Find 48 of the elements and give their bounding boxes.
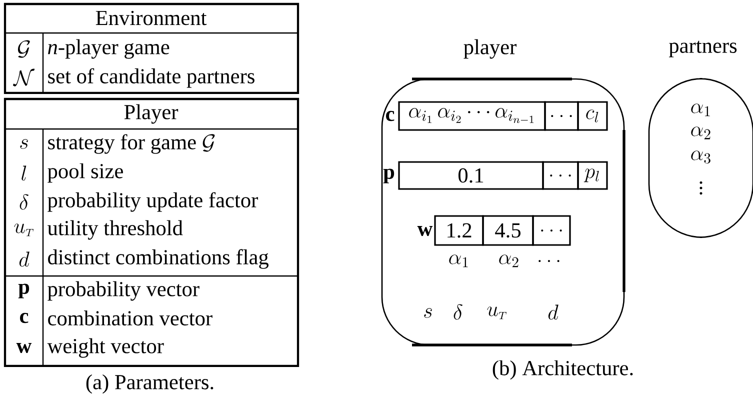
- vector-cell: $\alpha_{i_1}\,\alpha_{i_2}\cdots\alpha_{i_{n-1}}$: [398, 101, 546, 131]
- table-header: Environment: [96, 10, 207, 26]
- table-header: Player: [124, 104, 178, 124]
- description: probability vector: [48, 281, 200, 301]
- symbol: $\delta$: [20, 194, 28, 210]
- parameter-symbol: $u_{\scriptscriptstyle T}$: [487, 306, 506, 320]
- description: $\mbox{strategy for game }\mathcal{G}$: [48, 134, 215, 154]
- vector-cell: $\ldots$: [532, 215, 571, 246]
- box-heading: partners: [668, 40, 737, 58]
- partner-symbol: $\alpha_3$: [691, 150, 710, 164]
- description: utility threshold: [48, 220, 183, 240]
- symbol: $\mathbf{c}$: [20, 312, 28, 324]
- vector-cell: 0.1: [398, 161, 544, 190]
- symbol: $l$: [22, 166, 26, 181]
- vector-symbol: $\mathbf{p}$: [383, 168, 394, 184]
- description: pool size: [48, 163, 123, 183]
- caption: (a) Parameters.: [86, 374, 214, 394]
- vector-cell: $\ldots$: [544, 101, 579, 131]
- partner-index: $\alpha_2$: [499, 254, 518, 268]
- symbol: $\mathbf{w}$: [16, 343, 32, 353]
- description: n-player game: [48, 39, 170, 59]
- description: distinct combinations flag: [48, 249, 268, 269]
- parameter-symbol: $s$: [424, 308, 432, 318]
- symbol: $\mathcal{N}$: [13, 68, 35, 86]
- description: probability update factor: [48, 192, 258, 212]
- partner-symbol: $\alpha_1$: [691, 104, 710, 116]
- symbol: $u_{\scriptscriptstyle T}$: [14, 224, 34, 236]
- vector-cell: $p_l$: [577, 161, 608, 190]
- symbol: $d$: [19, 252, 30, 267]
- partner-index: $\alpha_1$: [449, 254, 468, 268]
- vector-symbol: $\mathbf{w}$: [417, 226, 433, 236]
- vector-cell: $c_l$: [577, 101, 608, 131]
- description: combination vector: [48, 310, 212, 326]
- box-heading: player: [464, 39, 516, 59]
- parameter-symbol: $\delta$: [454, 304, 462, 320]
- symbol: $s$: [20, 139, 28, 149]
- vector-cell: 4.5: [482, 215, 534, 246]
- vector-cell: 1.2: [434, 215, 484, 246]
- caption: (b) Architecture.: [492, 360, 633, 380]
- partner-symbol: $\alpha_2$: [691, 126, 710, 140]
- description: set of candidate partners: [48, 68, 254, 88]
- vector-cell: $\ldots$: [542, 161, 579, 190]
- symbol: $\mathbf{p}$: [18, 284, 30, 298]
- symbol: $\mathcal{G}$: [18, 40, 30, 58]
- partner-symbol: $\vdots$: [700, 181, 702, 195]
- description: weight vector: [47, 338, 164, 358]
- parameter-symbol: $d$: [548, 304, 558, 320]
- partner-index: $\ldots$: [538, 260, 560, 262]
